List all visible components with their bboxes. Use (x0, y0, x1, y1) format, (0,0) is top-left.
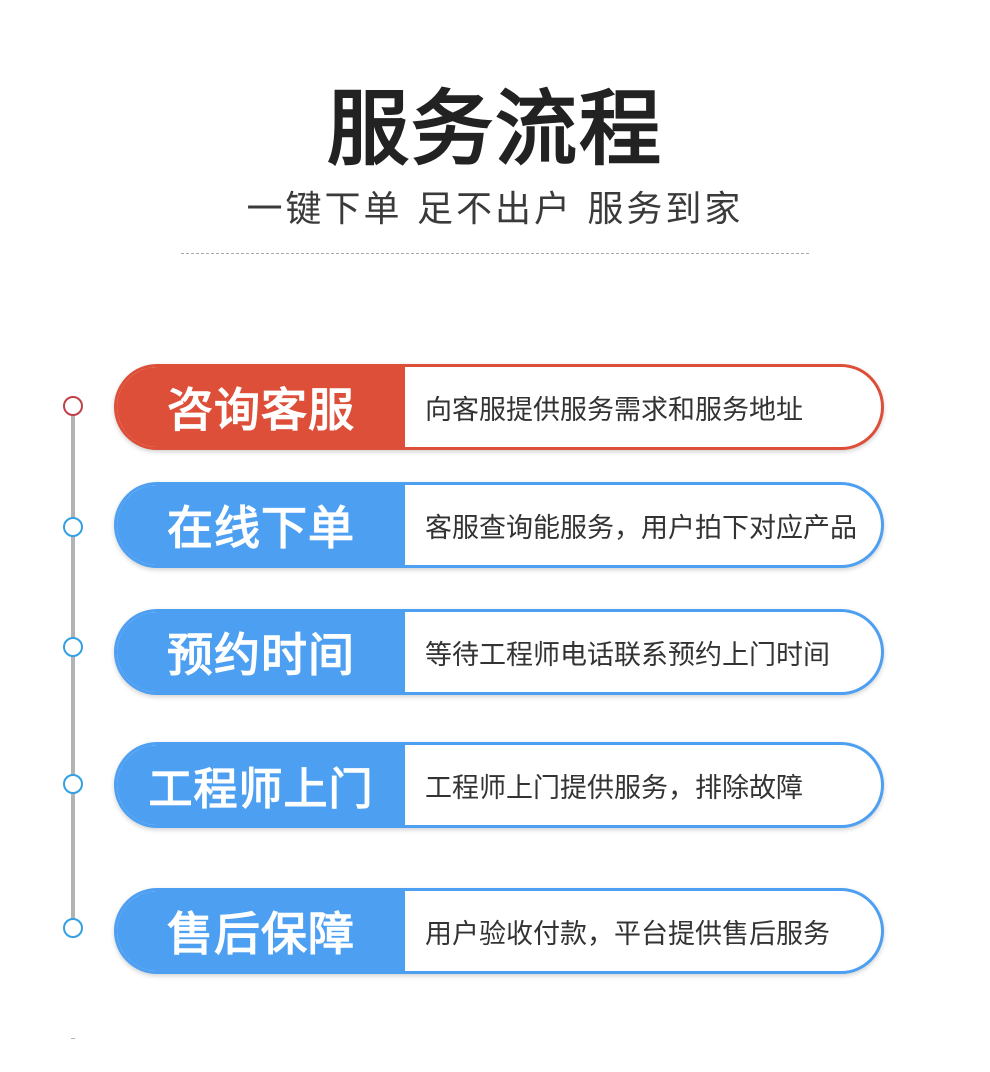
step-label: 售后保障 (117, 891, 405, 971)
step-consult-service[interactable]: 咨询客服 向客服提供服务需求和服务地址 (114, 364, 884, 450)
timeline-dot-2 (63, 517, 83, 537)
step-description: 等待工程师电话联系预约上门时间 (425, 639, 830, 671)
step-after-sales[interactable]: 售后保障 用户验收付款，平台提供售后服务 (114, 888, 884, 974)
step-appointment-time[interactable]: 预约时间 等待工程师电话联系预约上门时间 (114, 609, 884, 695)
page-title: 服务流程 (326, 82, 663, 177)
step-description: 用户验收付款，平台提供售后服务 (425, 918, 830, 950)
step-label: 工程师上门 (117, 745, 405, 825)
step-description: 向客服提供服务需求和服务地址 (425, 394, 803, 426)
step-label: 预约时间 (117, 612, 405, 692)
step-label: 在线下单 (117, 485, 405, 565)
step-description: 工程师上门提供服务，排除故障 (425, 772, 803, 804)
step-label: 咨询客服 (117, 367, 405, 447)
timeline-dot-4 (63, 774, 83, 794)
timeline-dot-1 (63, 396, 83, 416)
bottom-mark (71, 1038, 75, 1039)
timeline-line (71, 406, 75, 930)
timeline-dot-3 (63, 637, 83, 657)
step-online-order[interactable]: 在线下单 客服查询能服务，用户拍下对应产品 (114, 482, 884, 568)
step-engineer-visit[interactable]: 工程师上门 工程师上门提供服务，排除故障 (114, 742, 884, 828)
timeline-dot-5 (63, 918, 83, 938)
dashed-divider (181, 253, 809, 254)
page-subtitle: 一键下单 足不出户 服务到家 (246, 189, 744, 230)
step-description: 客服查询能服务，用户拍下对应产品 (425, 512, 857, 544)
